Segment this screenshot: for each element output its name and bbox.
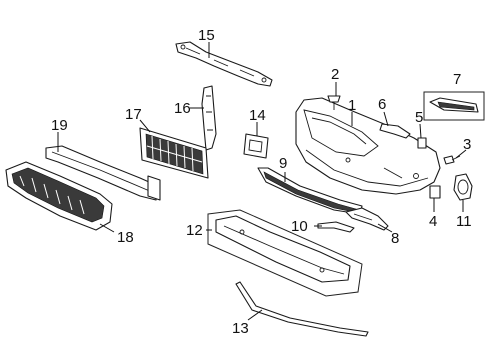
part-13-lower-trim bbox=[235, 281, 369, 337]
callout-2: 2 bbox=[331, 66, 339, 83]
part-18-energy-absorber bbox=[5, 161, 113, 231]
callout-labels: 15 16 17 14 19 18 1 2 6 7 5 3 4 11 9 10 … bbox=[51, 27, 472, 337]
part-4-clip bbox=[429, 185, 441, 199]
callout-5: 5 bbox=[415, 109, 423, 126]
callout-7: 7 bbox=[453, 71, 461, 88]
callout-6: 6 bbox=[378, 96, 386, 113]
part-15-upper-bracket bbox=[175, 41, 273, 87]
callout-8: 8 bbox=[391, 230, 399, 247]
part-1-bumper-cover bbox=[295, 97, 441, 195]
leader-lines bbox=[57, 42, 467, 321]
callout-10: 10 bbox=[291, 218, 308, 235]
callout-17: 17 bbox=[125, 106, 142, 123]
part-17-grille bbox=[139, 127, 209, 179]
callout-15: 15 bbox=[198, 27, 215, 44]
callout-14: 14 bbox=[249, 107, 266, 124]
callout-9: 9 bbox=[279, 155, 287, 172]
callout-13: 13 bbox=[232, 320, 249, 337]
part-5-clip bbox=[417, 137, 427, 149]
callout-12: 12 bbox=[186, 222, 203, 239]
part-6-bracket bbox=[379, 123, 411, 139]
callout-18: 18 bbox=[117, 229, 134, 246]
part-16-side-bracket bbox=[201, 85, 217, 151]
callout-1: 1 bbox=[348, 97, 356, 114]
part-11-cover bbox=[453, 173, 473, 201]
part-12-lower-valance bbox=[207, 209, 363, 297]
part-10-trim-strip bbox=[317, 221, 355, 233]
part-8-lower-bracket bbox=[345, 207, 389, 231]
callout-16: 16 bbox=[174, 100, 191, 117]
callout-11: 11 bbox=[456, 213, 472, 230]
part-14-plate bbox=[243, 133, 269, 159]
callout-19: 19 bbox=[51, 117, 68, 134]
part-19-reinforcement-beam bbox=[45, 145, 161, 201]
part-7-bracket bbox=[423, 91, 485, 121]
callout-3: 3 bbox=[463, 136, 471, 153]
callout-4: 4 bbox=[429, 213, 437, 230]
